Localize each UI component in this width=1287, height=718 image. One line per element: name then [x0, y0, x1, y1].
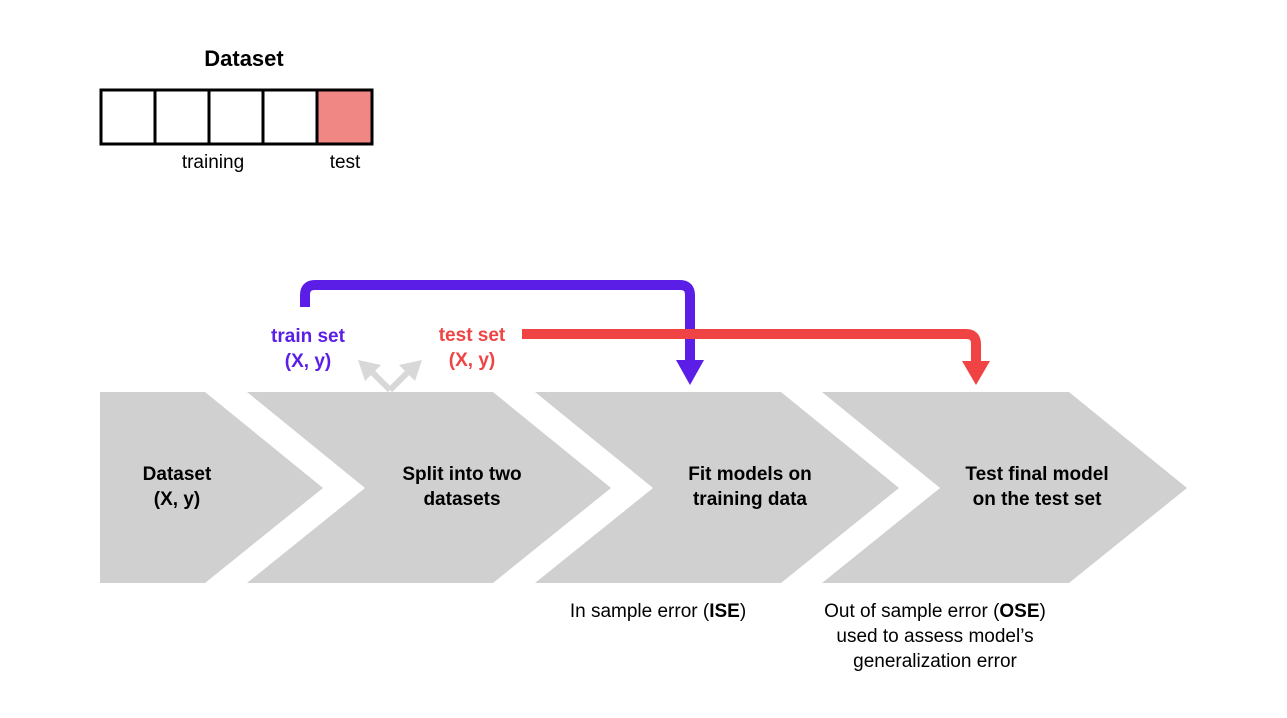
ose-prefix: Out of sample error (	[824, 601, 1000, 622]
step-chevron-test	[822, 392, 1187, 583]
train-set-line2: (X, y)	[284, 351, 332, 372]
dataset-split-bar	[99, 88, 374, 146]
training-label: training	[181, 152, 245, 173]
split-arrow-right-shaft	[387, 369, 411, 393]
ise-prefix: In sample error (	[569, 601, 710, 622]
step-chevron-dataset	[100, 392, 323, 583]
test-set-line2: (X, y)	[448, 350, 496, 371]
training-cell-1	[99, 88, 157, 146]
train-arrow-line	[300, 280, 695, 362]
step-label-test: Test final model on the test set	[942, 462, 1132, 512]
step-label-fit: Fit models on training data	[660, 462, 840, 512]
step-dataset-line1: Dataset	[142, 464, 212, 485]
ise-abbr: ISE	[709, 601, 740, 622]
step-fit-line2: training data	[692, 489, 807, 510]
train-arrow-head	[676, 360, 704, 385]
ose-line1: Out of sample error (OSE)	[800, 599, 1070, 624]
test-cell	[315, 88, 374, 146]
test-set-label: test set (X, y)	[412, 323, 532, 373]
step-test-line2: on the test set	[972, 489, 1102, 510]
step-test-line1: Test final model	[965, 464, 1109, 485]
step-label-dataset: Dataset (X, y)	[107, 462, 247, 512]
ose-abbr: OSE	[999, 601, 1040, 622]
test-flow-arrow	[522, 329, 990, 385]
train-set-label: train set (X, y)	[248, 324, 368, 374]
step-chevron-fit	[535, 392, 899, 583]
process-chevrons	[100, 392, 1187, 583]
step-label-split: Split into two datasets	[372, 462, 552, 512]
step-split-line2: datasets	[423, 489, 501, 510]
test-arrow-line	[522, 329, 981, 363]
ose-note: Out of sample error (OSE) used to assess…	[800, 599, 1070, 674]
ise-suffix: )	[739, 601, 747, 622]
step-dataset-line2: (X, y)	[153, 489, 201, 510]
test-arrow-head	[962, 361, 990, 385]
training-cell-2	[153, 88, 211, 146]
dataset-title: Dataset	[204, 46, 284, 71]
ise-note: In sample error (ISE)	[538, 599, 778, 624]
training-cell-3	[207, 88, 265, 146]
split-arrow-left-head	[358, 360, 381, 381]
training-cell-4	[261, 88, 319, 146]
split-arrow-left-shaft	[369, 369, 393, 393]
split-arrow-right-head	[399, 360, 422, 381]
ose-line2: used to assess model’s	[836, 626, 1034, 647]
train-flow-arrow	[300, 280, 704, 385]
ose-line3: generalization error	[853, 651, 1017, 672]
test-label: test	[329, 152, 361, 173]
step-split-line1: Split into two	[402, 464, 522, 485]
step-chevron-split	[247, 392, 611, 583]
test-set-line1: test set	[438, 325, 506, 346]
split-arrows	[358, 360, 422, 393]
step-fit-line1: Fit models on	[688, 464, 812, 485]
ose-suffix: )	[1039, 601, 1046, 622]
train-set-line1: train set	[271, 326, 345, 347]
